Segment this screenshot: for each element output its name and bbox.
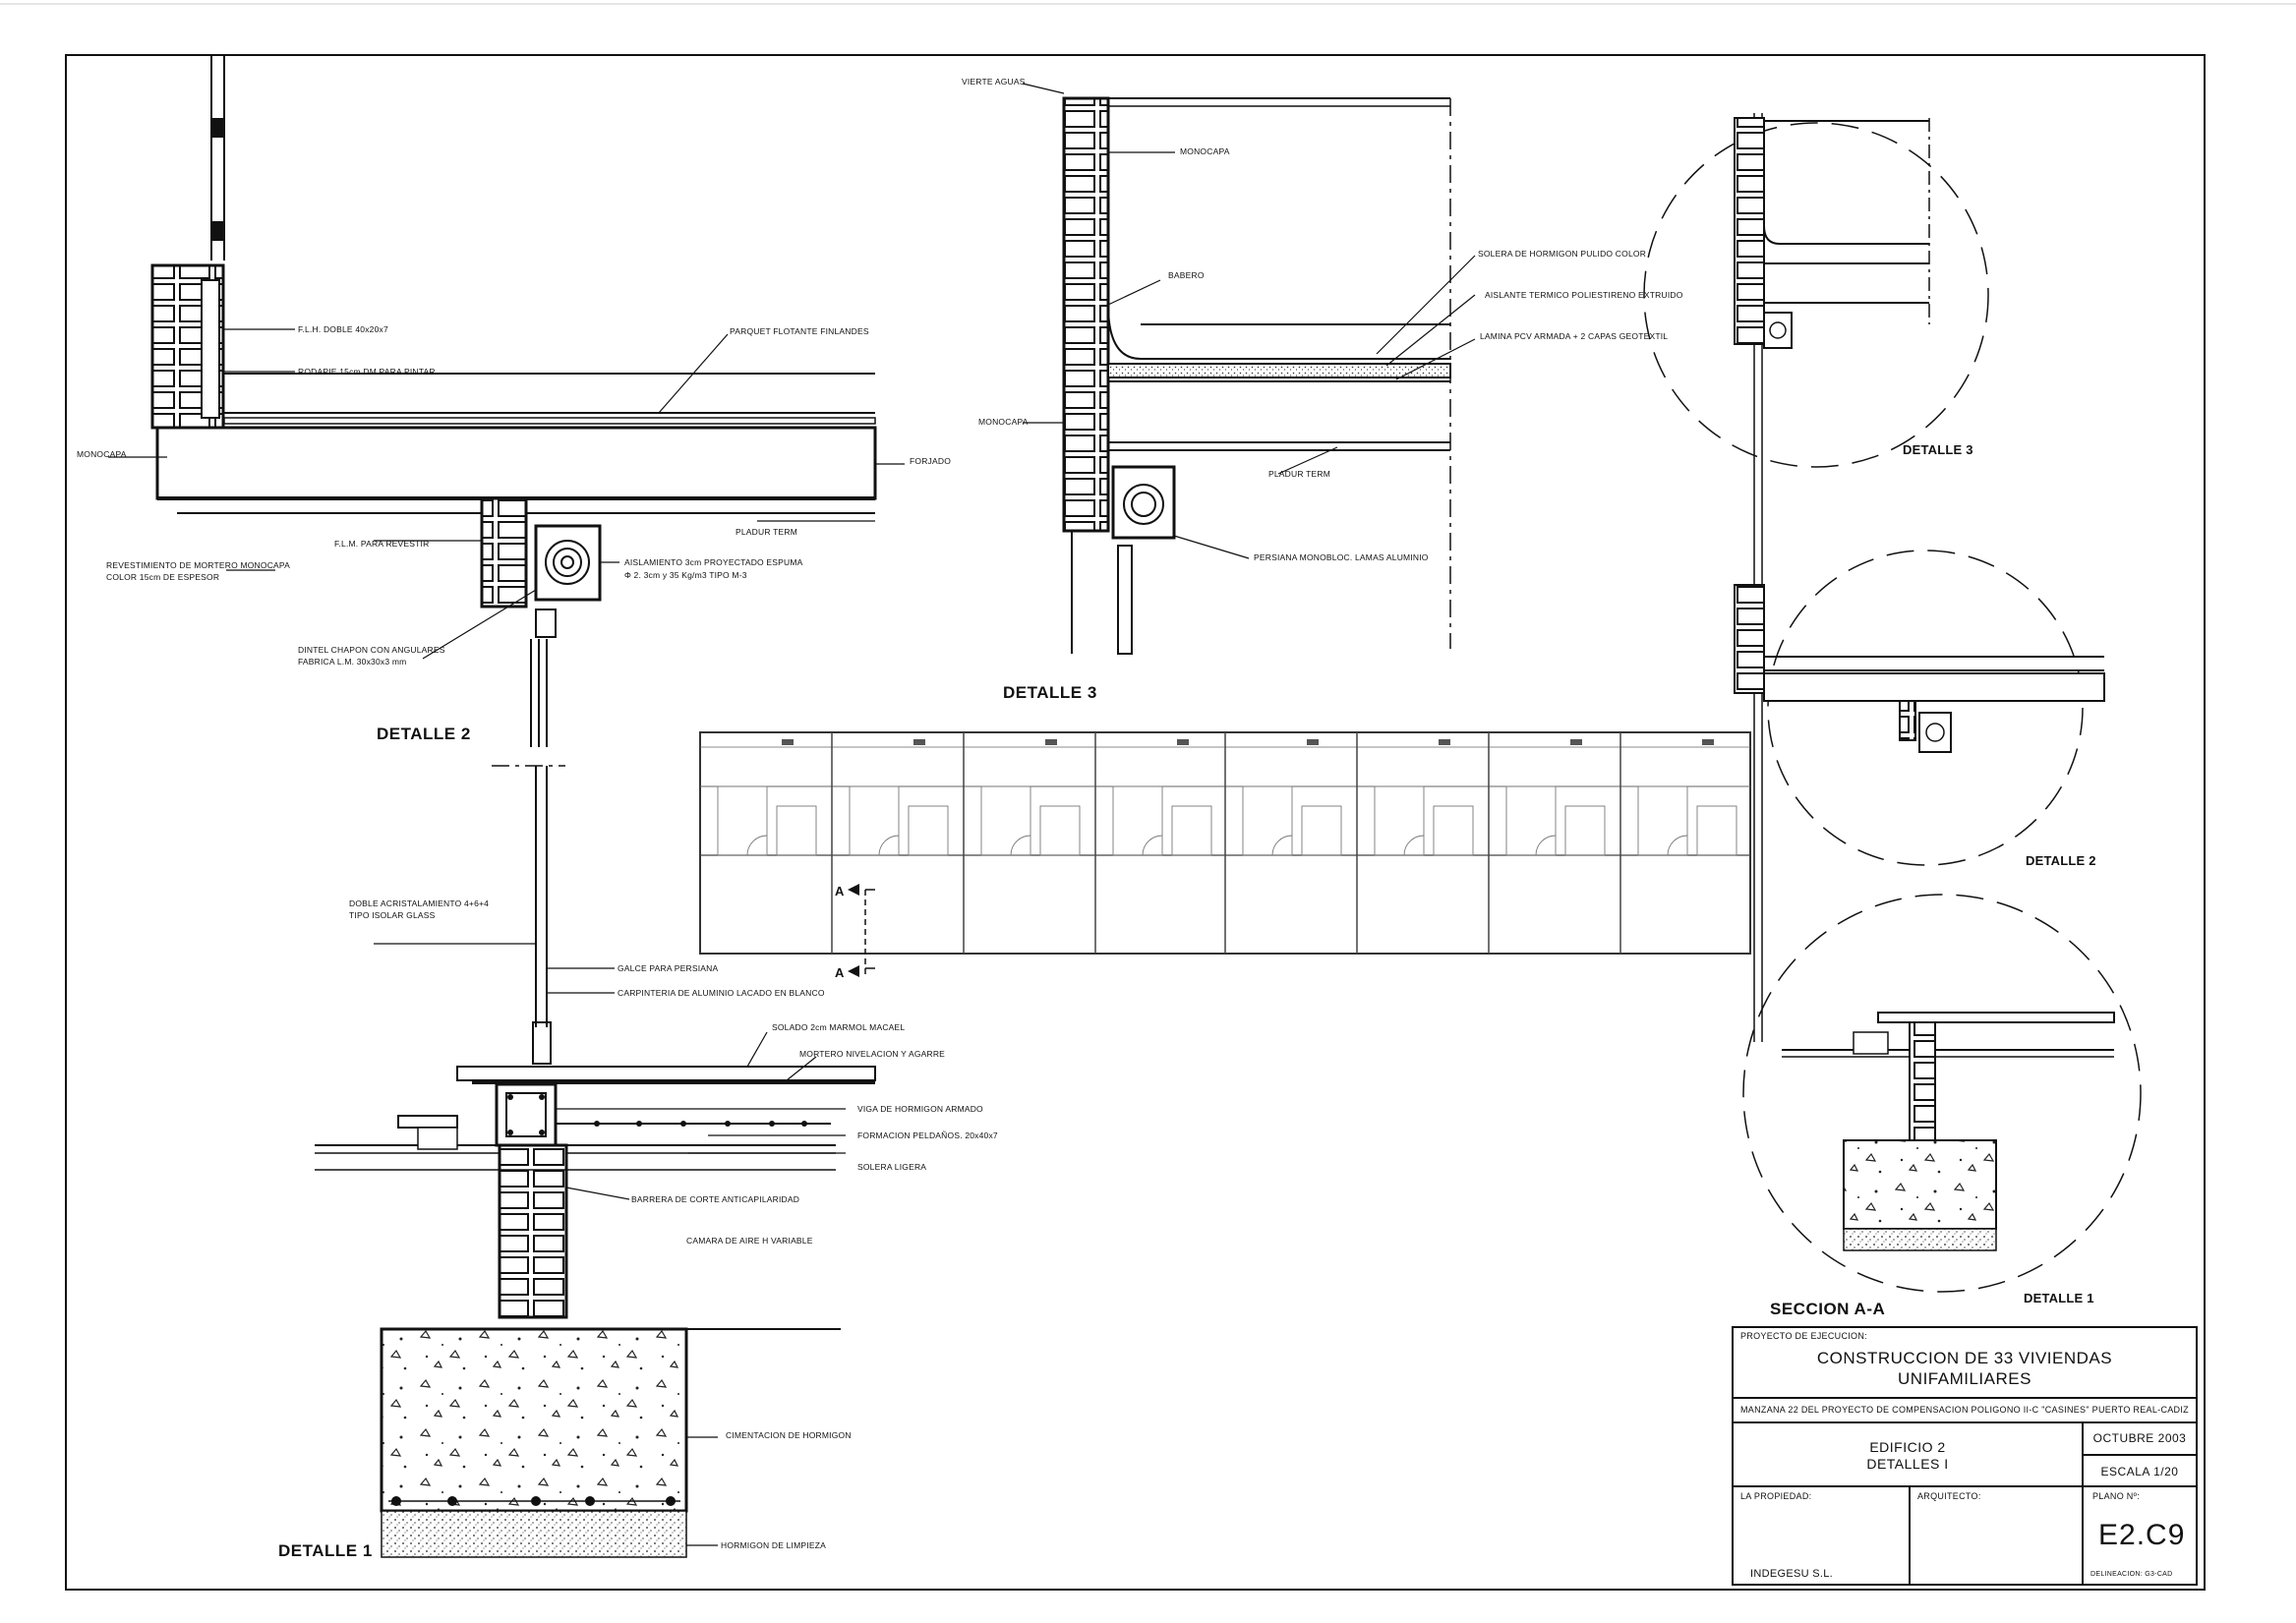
label-galce: GALCE PARA PERSIANA [618,963,719,973]
section-marker-bottom: A [835,965,845,980]
propiedad-label: LA PROPIEDAD: [1740,1491,1812,1501]
label-rodapie: RODAPIE 15cm DM PARA PINTAR [298,367,436,377]
label-forjado: FORJADO [910,456,951,466]
label-aislante: AISLANTE TERMICO POLIESTIRENO EXTRUIDO [1485,290,1683,300]
proyecto-line-2: UNIFAMILIARES [1898,1369,2031,1388]
floor-plan [699,731,1751,978]
mini-title-detalle-1: DETALLE 1 [2024,1291,2094,1305]
label-persiana: PERSIANA MONOBLOC. LAMAS ALUMINIO [1254,552,1429,562]
sheet-border [65,54,2206,1591]
label-solado: SOLADO 2cm MARMOL MACAEL [772,1022,905,1032]
label-cimentacion: CIMENTACION DE HORMIGON [726,1430,852,1440]
label-solera-d3: SOLERA DE HORMIGON PULIDO COLOR [1478,249,1646,259]
label-doble-1: DOBLE ACRISTALAMIENTO 4+6+4 [349,898,489,908]
detalle-3-drawing [1022,83,1476,655]
title-detalle-3: DETALLE 3 [1003,683,1097,702]
detalle-2-drawing [108,55,905,767]
detalle-1-drawing [315,766,876,1558]
label-mortero: MORTERO NIVELACION Y AGARRE [799,1049,945,1059]
label-revestimiento-1: REVESTIMIENTO DE MORTERO MONOCAPA [106,560,290,570]
label-vierte: VIERTE AGUAS [962,77,1026,87]
edificio-line-1: EDIFICIO 2 [1869,1439,1946,1455]
delineacion: DELINEACION: G3-CAD [2090,1571,2173,1578]
label-doble-2: TIPO ISOLAR GLASS [349,910,436,920]
label-dintel-2: FABRICA L.M. 30x30x3 mm [298,657,406,667]
label-monocapa-d3: MONOCAPA [1180,146,1230,156]
label-barrera: BARRERA DE CORTE ANTICAPILARIDAD [631,1194,799,1204]
plano-number: E2.C9 [2098,1519,2186,1551]
label-parquet: PARQUET FLOTANTE FINLANDES [730,326,869,336]
title-block-frame [1732,1326,2198,1586]
mini-title-detalle-2: DETALLE 2 [2026,853,2096,868]
label-flm: F.L.M. PARA REVESTIR [334,539,429,549]
label-hormigon: HORMIGON DE LIMPIEZA [721,1540,826,1550]
proyecto-line-1: CONSTRUCCION DE 33 VIVIENDAS [1816,1349,2113,1367]
arquitecto-label: ARQUITECTO: [1917,1491,1981,1501]
label-dintel-1: DINTEL CHAPON CON ANGULARES [298,645,445,655]
label-pladur-d2: PLADUR TERM [736,527,797,537]
label-viga: VIGA DE HORMIGON ARMADO [857,1104,983,1114]
title-seccion-a-a: SECCION A-A [1770,1300,1885,1318]
label-formacion: FORMACION PELDAÑOS. 20x40x7 [857,1130,998,1140]
section-marker-top: A [835,884,845,898]
label-revestimiento-2: COLOR 15cm DE ESPESOR [106,572,219,582]
mini-title-detalle-3: DETALLE 3 [1903,442,1973,457]
ubicacion: MANZANA 22 DEL PROYECTO DE COMPENSACION … [1740,1405,2189,1415]
title-detalle-2: DETALLE 2 [377,725,471,743]
label-carpinteria: CARPINTERIA DE ALUMINIO LACADO EN BLANCO [618,988,825,998]
label-lamina: LAMINA PCV ARMADA + 2 CAPAS GEOTEXTIL [1480,331,1668,341]
edificio-line-2: DETALLES I [1866,1456,1949,1472]
label-pladur-d3: PLADUR TERM [1268,469,1330,479]
label-babero: BABERO [1168,270,1205,280]
label-monocapa-d2: MONOCAPA [77,449,127,459]
seccion-a-a-drawing [1643,113,2142,1293]
label-solera-d1: SOLERA LIGERA [857,1162,926,1172]
label-flh: F.L.H. DOBLE 40x20x7 [298,324,388,334]
escala: ESCALA 1/20 [2100,1465,2179,1478]
proyecto-label: PROYECTO DE EJECUCION: [1740,1331,1867,1341]
label-aislamiento-2: Φ 2. 3cm y 35 Kg/m3 TIPO M-3 [624,570,747,580]
plano-label: PLANO Nº: [2092,1491,2140,1501]
label-aislamiento-1: AISLAMIENTO 3cm PROYECTADO ESPUMA [624,557,803,567]
fecha: OCTUBRE 2003 [2092,1431,2187,1445]
label-camara: CAMARA DE AIRE H VARIABLE [686,1236,813,1246]
label-monocapa2-d3: MONOCAPA [978,417,1029,427]
title-detalle-1: DETALLE 1 [278,1541,373,1560]
propiedad-value: INDEGESU S.L. [1750,1568,1833,1580]
